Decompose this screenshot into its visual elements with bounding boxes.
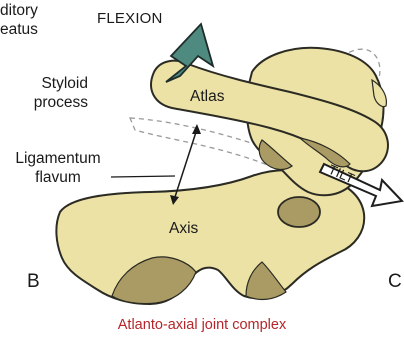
panel-b-label: B [27, 272, 40, 291]
figure-caption: Atlanto-axial joint complex [0, 317, 404, 333]
panel-c-label: C [388, 272, 402, 291]
flexion-label: FLEXION [97, 9, 163, 28]
styloid-process-label: Styloid process [0, 74, 88, 112]
ligamentum-leader-line [111, 176, 175, 177]
atlas-label: Atlas [190, 87, 224, 106]
ligamentum-flavum-label: Ligamentum flavum [4, 149, 112, 187]
auditory-meatus-label: ditory eatus [0, 1, 38, 39]
axis-label: Axis [169, 219, 198, 238]
axis-foramen [278, 197, 320, 227]
